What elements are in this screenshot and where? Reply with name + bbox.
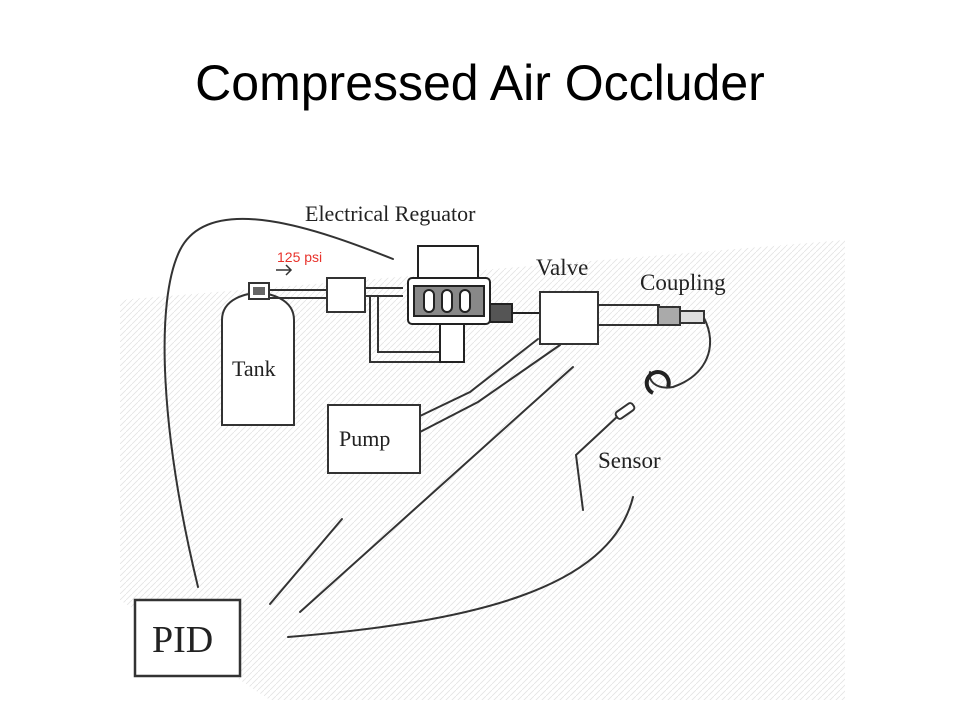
label-tank: Tank — [232, 356, 276, 381]
coupling-connector — [679, 310, 705, 324]
label-pump: Pump — [339, 426, 390, 451]
label-sensor: Sensor — [598, 448, 661, 473]
sensor-probe-wire — [574, 415, 619, 511]
inline-filter — [326, 277, 366, 313]
coupling-fitting — [657, 306, 681, 326]
coupling-hose — [648, 317, 712, 389]
electrical-regulator — [407, 245, 540, 363]
label-pressure: 125 psi — [277, 249, 322, 265]
sensor-probe — [614, 402, 636, 420]
valve-box — [539, 291, 599, 345]
label-valve: Valve — [536, 255, 588, 280]
pump-box — [327, 404, 421, 474]
pid-wire-1 — [269, 518, 343, 605]
pid-box — [133, 598, 242, 678]
cuff-ring — [644, 370, 671, 395]
pid-sensor-wire — [287, 496, 634, 638]
tank-tube — [269, 289, 327, 299]
pid-wire-2 — [299, 366, 574, 613]
hatch-background — [120, 240, 845, 700]
label-pid: PID — [152, 619, 213, 661]
box-tube — [365, 287, 403, 297]
pid-regulator-wire — [163, 217, 394, 588]
pressure-arrow-icon — [276, 264, 293, 276]
tank — [221, 282, 295, 426]
slide-title: Compressed Air Occluder — [195, 55, 765, 111]
label-electrical-regulator: Electrical Reguator — [305, 201, 476, 226]
pump-valve-line-2 — [419, 344, 561, 433]
pump-valve-line-1 — [419, 338, 539, 417]
label-coupling: Coupling — [640, 270, 726, 295]
valve-coupling-pipe — [598, 304, 660, 326]
